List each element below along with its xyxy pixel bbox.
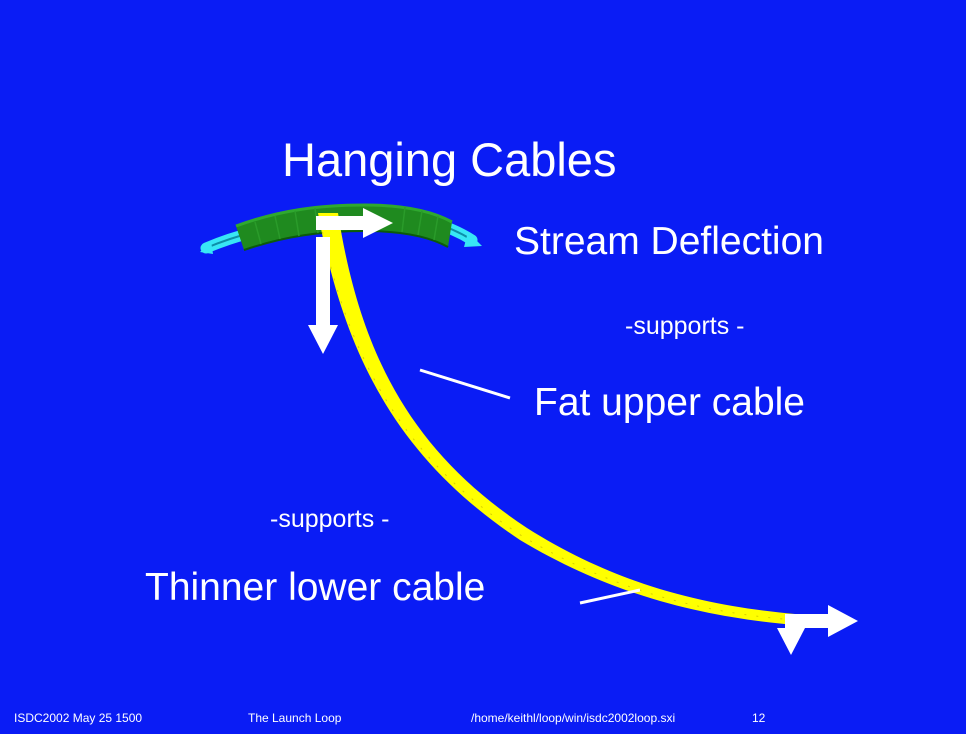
footer-path: /home/keithl/loop/win/isdc2002loop.sxi (471, 711, 676, 725)
supports-lower-label: -supports - (270, 505, 390, 533)
fat-cable-pointer-line (419, 368, 511, 400)
footer-topic: The Launch Loop (248, 711, 342, 725)
footer-event: ISDC2002 May 25 1500 (14, 711, 143, 725)
thin-cable-pointer-line (579, 588, 641, 605)
footer-page-number: 12 (752, 711, 766, 725)
supports-upper-label: -supports - (625, 312, 745, 340)
slide-title: Hanging Cables (282, 133, 617, 186)
hanging-cable (318, 213, 796, 625)
lower-force-arrows (777, 605, 858, 655)
fat-upper-cable-label: Fat upper cable (534, 381, 806, 424)
upper-force-arrows (308, 208, 393, 354)
thinner-lower-cable-label: Thinner lower cable (145, 566, 486, 609)
stream-deflection-label: Stream Deflection (514, 220, 824, 263)
